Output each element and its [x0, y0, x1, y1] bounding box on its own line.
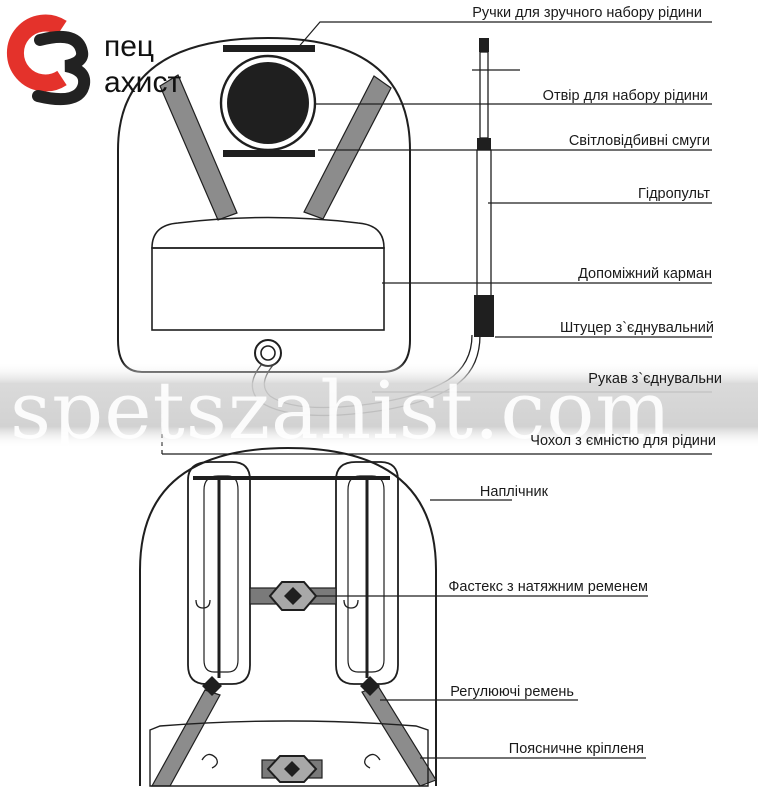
- callout-liquid-cover: Чохол з ємністю для рідини: [530, 433, 716, 449]
- adjusting-belt-left: [150, 689, 221, 787]
- logo-letter-c: [6, 14, 67, 92]
- top-handle: [223, 45, 315, 52]
- lance-clamp: [477, 138, 491, 150]
- pocket-body: [151, 247, 385, 331]
- back-view: [139, 446, 437, 787]
- lance-upper: [479, 51, 489, 139]
- belt-knot-right: [360, 676, 380, 696]
- fitting-inner: [260, 345, 276, 361]
- pocket-flap: [151, 216, 385, 249]
- logo-word-top: пец: [104, 30, 154, 63]
- lance-body: [476, 149, 492, 301]
- callout-aux-pocket: Допоміжний карман: [578, 266, 712, 282]
- logo-letter-z: [32, 31, 91, 105]
- tank-body: [117, 36, 411, 373]
- belt-knot-left: [202, 676, 222, 696]
- company-logo: пец ахист: [6, 14, 181, 105]
- filler-ring: [219, 54, 317, 152]
- shoulder-pad-left-inner: [203, 475, 239, 673]
- waist-hook-left: [201, 753, 218, 769]
- watermark-text: spetszahist.com: [10, 364, 672, 457]
- logo-word-bottom: ахист: [104, 66, 181, 99]
- reflective-strip-left: [159, 74, 238, 221]
- callout-connector-fitting: Штуцер з`єднувальний: [560, 320, 714, 336]
- leader-lines: [161, 21, 712, 759]
- lance-tip: [479, 38, 489, 52]
- waist-hook-right: [364, 753, 381, 769]
- hook-left: [195, 599, 211, 609]
- callout-filler-hole: Отвір для набору рідини: [543, 88, 708, 104]
- callout-hydro-gun: Гідропульт: [638, 186, 710, 202]
- reflective-strip-right: [303, 75, 392, 220]
- callout-waist-fastening: Поясничне кріпленя: [509, 741, 644, 757]
- callout-connecting-hose: Рукав з`єднувальни: [588, 371, 722, 387]
- adjusting-belt-right: [361, 685, 437, 787]
- shoulder-pad-left: [187, 461, 251, 685]
- filler-cap: [227, 62, 309, 144]
- lance-grip: [474, 295, 494, 337]
- waist-panel: [149, 720, 429, 787]
- callout-shoulder-strap: Наплічник: [480, 484, 549, 500]
- callout-fastex-buckle: Фастекс з натяжним ременем: [448, 579, 648, 595]
- fastex-buckle-center: [284, 587, 302, 605]
- shoulder-pad-right-inner: [347, 475, 385, 673]
- callout-handles: Ручки для зручного набору рідини: [472, 5, 702, 21]
- bottom-handle: [223, 150, 315, 157]
- shoulder-pad-right: [335, 461, 399, 685]
- watermark-band: [0, 362, 758, 448]
- hook-right: [343, 599, 359, 609]
- callout-adjusting-belt: Регулюючі ремень: [450, 684, 574, 700]
- waist-buckle-center: [284, 761, 300, 777]
- callout-labels: Ручки для зручного набору рідини Отвір д…: [448, 5, 722, 757]
- callout-reflective-strips: Світловідбивні смуги: [569, 133, 710, 149]
